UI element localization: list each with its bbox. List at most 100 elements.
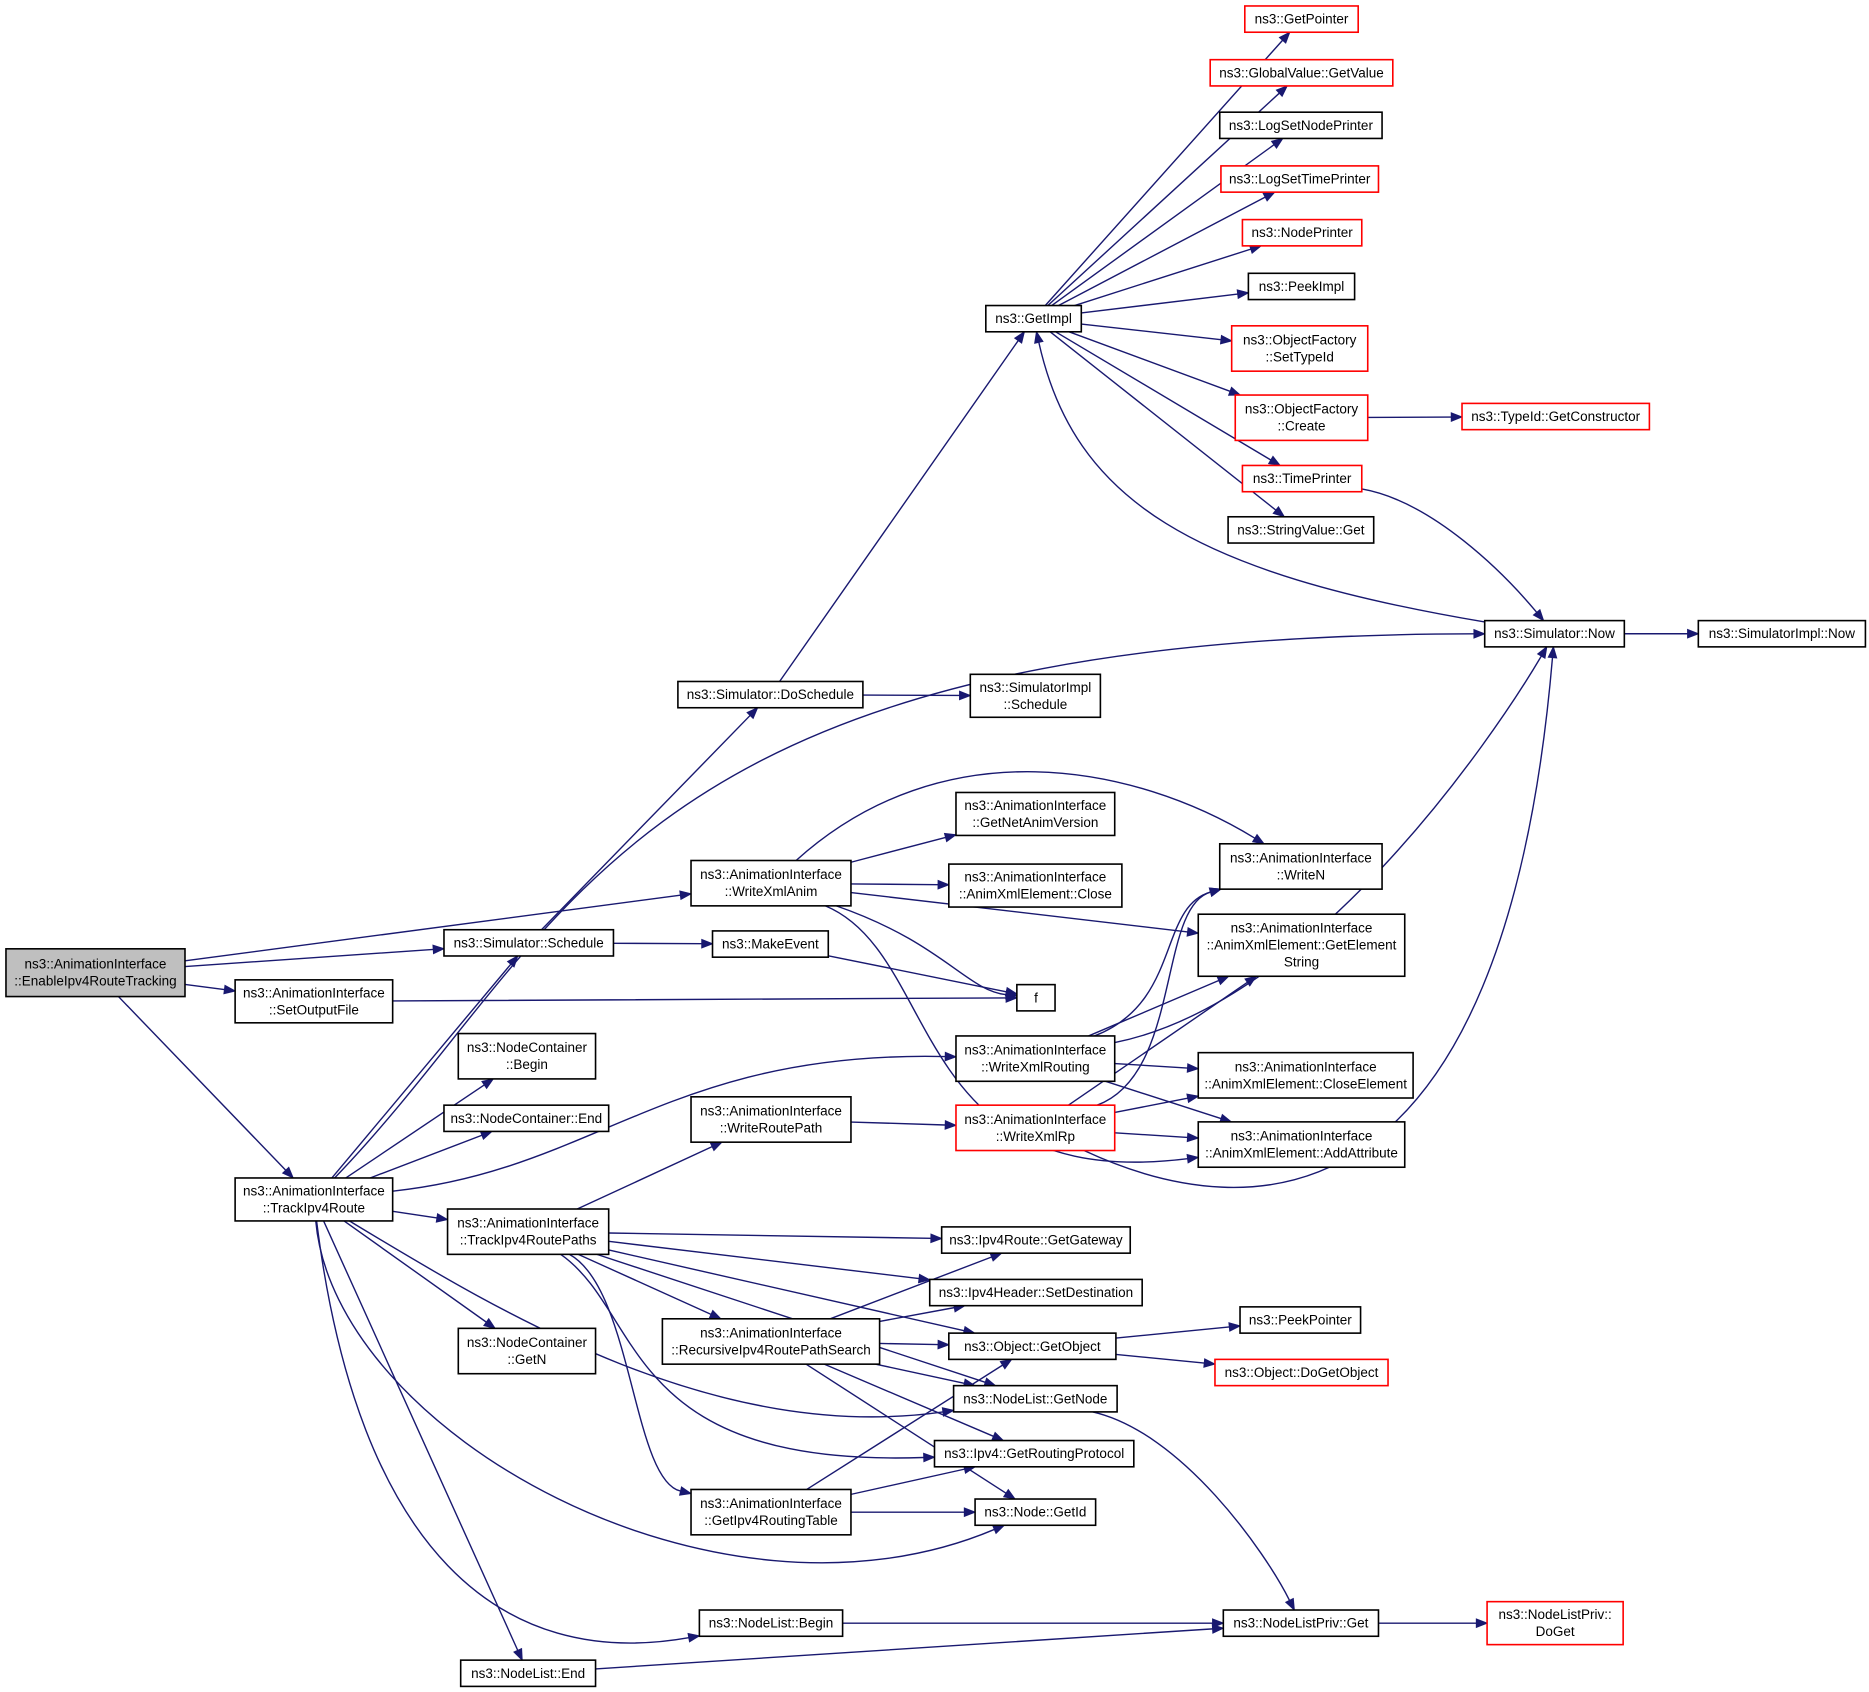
node-ipv4GetRoutingProtocol[interactable]: ns3::Ipv4::GetRoutingProtocol [933, 1439, 1135, 1468]
node-box [1218, 842, 1383, 890]
edge-arrowhead [989, 1252, 1003, 1262]
node-writeXmlAnim[interactable]: ns3::AnimationInterface::WriteXmlAnim [690, 859, 852, 907]
node-getPointer[interactable]: ns3::GetPointer [1244, 5, 1359, 34]
node-ipv4RouteGetGateway[interactable]: ns3::Ipv4Route::GetGateway [940, 1226, 1132, 1254]
node-timePrinter[interactable]: ns3::TimePrinter [1241, 464, 1363, 493]
node-writeXmlRp[interactable]: ns3::AnimationInterface::WriteXmlRp [955, 1104, 1116, 1152]
node-simImplSchedule[interactable]: ns3::SimulatorImpl::Schedule [969, 673, 1102, 719]
edge-recursiveSearch-to-ipv4HeaderSetDest [879, 1306, 955, 1323]
edge-writeXmlRouting-to-simNow [1114, 655, 1542, 1044]
node-nodePrinter[interactable]: ns3::NodePrinter [1241, 218, 1363, 247]
node-logSetTimePrinter[interactable]: ns3::LogSetTimePrinter [1220, 165, 1380, 193]
node-recursiveSearch[interactable]: ns3::AnimationInterface::RecursiveIpv4Ro… [661, 1318, 881, 1365]
node-ncBegin[interactable]: ns3::NodeContainer::Begin [457, 1032, 597, 1080]
node-doSchedule[interactable]: ns3::Simulator::DoSchedule [677, 680, 864, 709]
node-box [940, 1226, 1132, 1254]
edge-getImpl-to-ofCreate [1068, 331, 1231, 392]
node-nodeListGetNode[interactable]: ns3::NodeList::GetNode [952, 1384, 1118, 1413]
edge-objGetObject-to-objDoGetObject [1115, 1353, 1205, 1364]
node-label: ::GetNetAnimVersion [972, 815, 1098, 830]
node-box [955, 1035, 1116, 1083]
node-axeGetElementString[interactable]: ns3::AnimationInterface::AnimXmlElement:… [1197, 913, 1406, 978]
node-box [677, 680, 864, 709]
node-objDoGetObject[interactable]: ns3::Object::DoGetObject [1214, 1358, 1389, 1387]
edge-arrowhead [709, 1141, 724, 1152]
edge-arrowhead [1450, 412, 1464, 422]
edge-writeXmlAnim-to-writeN [795, 771, 1256, 862]
node-nodeListPrivDoGet[interactable]: ns3::NodeListPriv::DoGet [1486, 1600, 1624, 1646]
edge-recursiveSearch-to-ipv4RouteGetGateway [829, 1256, 992, 1320]
node-setOutputFile[interactable]: ns3::AnimationInterface::SetOutputFile [234, 979, 394, 1024]
node-objGetObject[interactable]: ns3::Object::GetObject [948, 1332, 1117, 1361]
node-writeRoutePath[interactable]: ns3::AnimationInterface::WriteRoutePath [690, 1096, 852, 1143]
node-ofCreate[interactable]: ns3::ObjectFactory::Create [1234, 394, 1369, 442]
edge-arrowhead [923, 1452, 936, 1463]
node-ncGetN[interactable]: ns3::NodeContainer::GetN [457, 1327, 597, 1375]
edge-trackIpv4Route-to-nodeListBegin [315, 1220, 689, 1644]
node-axeAddAttribute[interactable]: ns3::AnimationInterface::AnimXmlElement:… [1197, 1121, 1406, 1169]
node-label: ns3::AnimationInterface [457, 1216, 599, 1231]
node-nodeListEnd[interactable]: ns3::NodeList::End [459, 1659, 597, 1688]
node-axeCloseElement[interactable]: ns3::AnimationInterface::AnimXmlElement:… [1197, 1051, 1414, 1099]
node-box [1016, 983, 1056, 1012]
node-label: DoGet [1536, 1624, 1575, 1639]
node-box [1461, 402, 1651, 431]
node-box [1483, 619, 1626, 648]
node-label: ::TrackIpv4RoutePaths [460, 1233, 597, 1248]
node-getNetAnimVersion[interactable]: ns3::AnimationInterface::GetNetAnimVersi… [955, 791, 1116, 837]
node-simSchedule[interactable]: ns3::Simulator::Schedule [443, 928, 615, 957]
node-simNow[interactable]: ns3::Simulator::Now [1483, 619, 1626, 648]
node-writeXmlRouting[interactable]: ns3::AnimationInterface::WriteXmlRouting [955, 1035, 1116, 1083]
node-peekImpl[interactable]: ns3::PeekImpl [1247, 272, 1356, 301]
node-ofSetTypeId[interactable]: ns3::ObjectFactory::SetTypeId [1230, 325, 1369, 372]
node-root[interactable]: ns3::AnimationInterface::EnableIpv4Route… [5, 948, 186, 998]
edge-writeXmlAnim-to-axeGetElementString [850, 891, 1188, 933]
node-nodeGetId[interactable]: ns3::Node::GetId [974, 1498, 1097, 1527]
node-label: ns3::LogSetNodePrinter [1229, 118, 1374, 133]
node-label: ns3::GetImpl [995, 311, 1072, 326]
edge-root-to-trackIpv4Route [117, 996, 287, 1171]
edge-getIpv4RoutingTable-to-objGetObject [806, 1364, 1003, 1491]
node-axeClose[interactable]: ns3::AnimationInterface::AnimXmlElement:… [948, 863, 1123, 908]
node-label: ::SetOutputFile [269, 1002, 359, 1017]
edge-writeXmlRouting-to-axeAddAttribute [1105, 1080, 1222, 1120]
node-simImplNow[interactable]: ns3::SimulatorImpl::Now [1697, 619, 1867, 648]
node-box [948, 1332, 1117, 1361]
node-nodeListBegin[interactable]: ns3::NodeList::Begin [698, 1609, 844, 1638]
node-gvGetValue[interactable]: ns3::GlobalValue::GetValue [1209, 58, 1394, 87]
node-trackIpv4RoutePaths[interactable]: ns3::AnimationInterface::TrackIpv4RouteP… [446, 1208, 610, 1256]
node-f[interactable]: f [1016, 983, 1056, 1012]
edge-arrowhead [937, 879, 951, 890]
node-ipv4HeaderSetDest[interactable]: ns3::Ipv4Header::SetDestination [928, 1278, 1143, 1307]
node-typeIdGetCtor[interactable]: ns3::TypeId::GetConstructor [1461, 402, 1651, 431]
node-box [1222, 1609, 1380, 1638]
node-label: String [1284, 955, 1319, 970]
node-label: ::WriteXmlAnim [725, 884, 818, 899]
node-label: ns3::AnimationInterface [243, 1183, 385, 1198]
edge-arrowhead [506, 954, 519, 968]
nodes-layer: ns3::AnimationInterface::EnableIpv4Route… [5, 5, 1867, 1688]
node-writeN[interactable]: ns3::AnimationInterface::WriteN [1218, 842, 1383, 890]
node-peekPointer[interactable]: ns3::PeekPointer [1239, 1306, 1362, 1334]
node-logSetNodePrinter[interactable]: ns3::LogSetNodePrinter [1218, 111, 1383, 140]
node-getImpl[interactable]: ns3::GetImpl [985, 304, 1083, 333]
edge-writeRoutePath-to-writeXmlRp [850, 1121, 946, 1126]
edge-arrowhead [432, 944, 446, 955]
edge-writeXmlRp-to-axeGetElementString [1068, 981, 1248, 1106]
edge-writeXmlRp-to-writeN [1096, 891, 1211, 1106]
node-makeEvent[interactable]: ns3::MakeEvent [711, 930, 830, 958]
node-label: ns3::Simulator::Now [1494, 626, 1615, 641]
node-label: ns3::NodeList::Begin [709, 1616, 834, 1631]
node-nodeListPrivGet[interactable]: ns3::NodeListPriv::Get [1222, 1609, 1380, 1638]
edge-writeXmlRp-to-axeCloseElement [1114, 1097, 1188, 1114]
node-label: ns3::AnimationInterface [700, 1103, 842, 1118]
edge-arrowhead [479, 1130, 494, 1141]
node-trackIpv4Route[interactable]: ns3::AnimationInterface::TrackIpv4Route [234, 1177, 394, 1222]
node-getIpv4RoutingTable[interactable]: ns3::AnimationInterface::GetIpv4RoutingT… [690, 1488, 852, 1536]
node-label: ns3::TimePrinter [1253, 471, 1352, 486]
edge-arrowhead [1005, 989, 1019, 1000]
node-ncEnd[interactable]: ns3::NodeContainer::End [443, 1104, 610, 1133]
node-label: ns3::StringValue::Get [1237, 522, 1365, 537]
node-stringValueGet[interactable]: ns3::StringValue::Get [1227, 515, 1375, 544]
node-label: ns3::SimulatorImpl::Now [1709, 626, 1856, 641]
